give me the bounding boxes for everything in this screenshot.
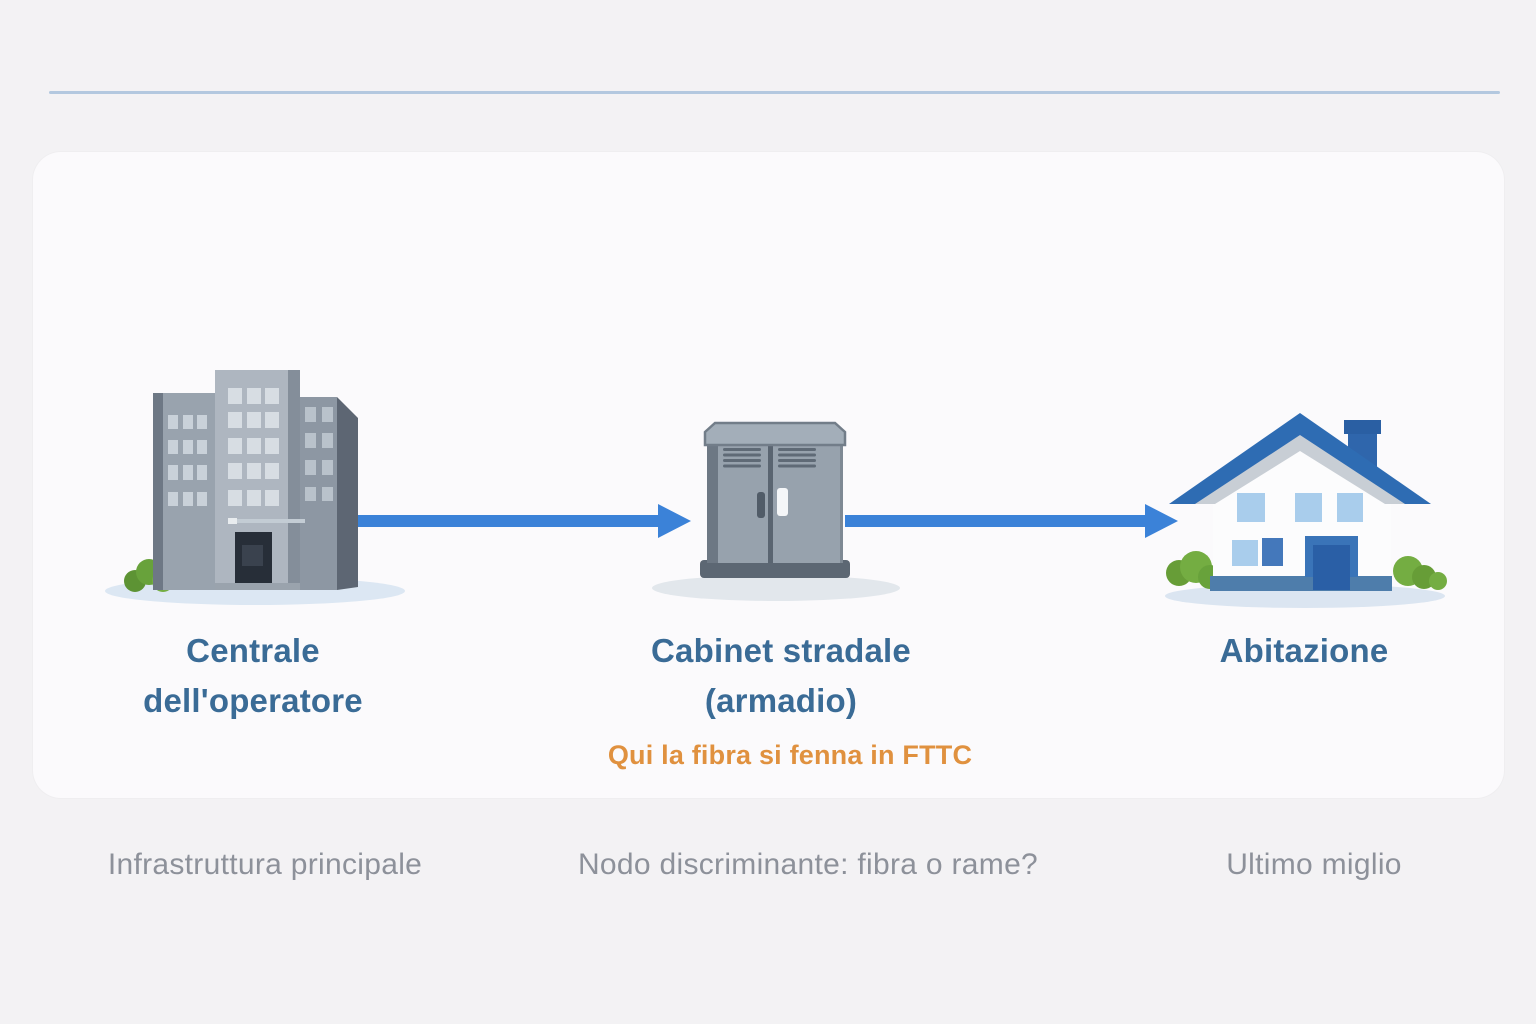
label-line: Cabinet stradale bbox=[651, 632, 911, 669]
ground-shadow bbox=[652, 575, 900, 601]
street-cabinet-icon bbox=[652, 415, 905, 605]
label-line: Abitazione bbox=[1219, 632, 1389, 669]
footnote-infrastruttura: Infrastruttura principale bbox=[107, 848, 423, 881]
node-label-centrale: Centrale dell'operatore bbox=[53, 626, 453, 726]
footnote-ultimo-miglio: Ultimo miglio bbox=[1226, 848, 1402, 881]
arrow-right-icon bbox=[845, 500, 1180, 549]
label-line: (armadio) bbox=[704, 682, 858, 719]
top-divider-line bbox=[49, 91, 1500, 94]
arrow-right-icon bbox=[358, 500, 693, 549]
label-line: Centrale bbox=[186, 632, 320, 669]
building-icon bbox=[105, 355, 415, 605]
node-label-abitazione: Abitazione bbox=[1104, 626, 1504, 676]
node-label-cabinet: Cabinet stradale (armadio) bbox=[581, 626, 981, 726]
house-icon bbox=[1165, 405, 1455, 608]
fttc-annotation: Qui la fibra si fenna in FTTC bbox=[607, 740, 973, 770]
footnote-nodo-discriminante: Nodo discriminante: fibra o rame? bbox=[577, 848, 1039, 881]
label-line: dell'operatore bbox=[143, 682, 363, 719]
